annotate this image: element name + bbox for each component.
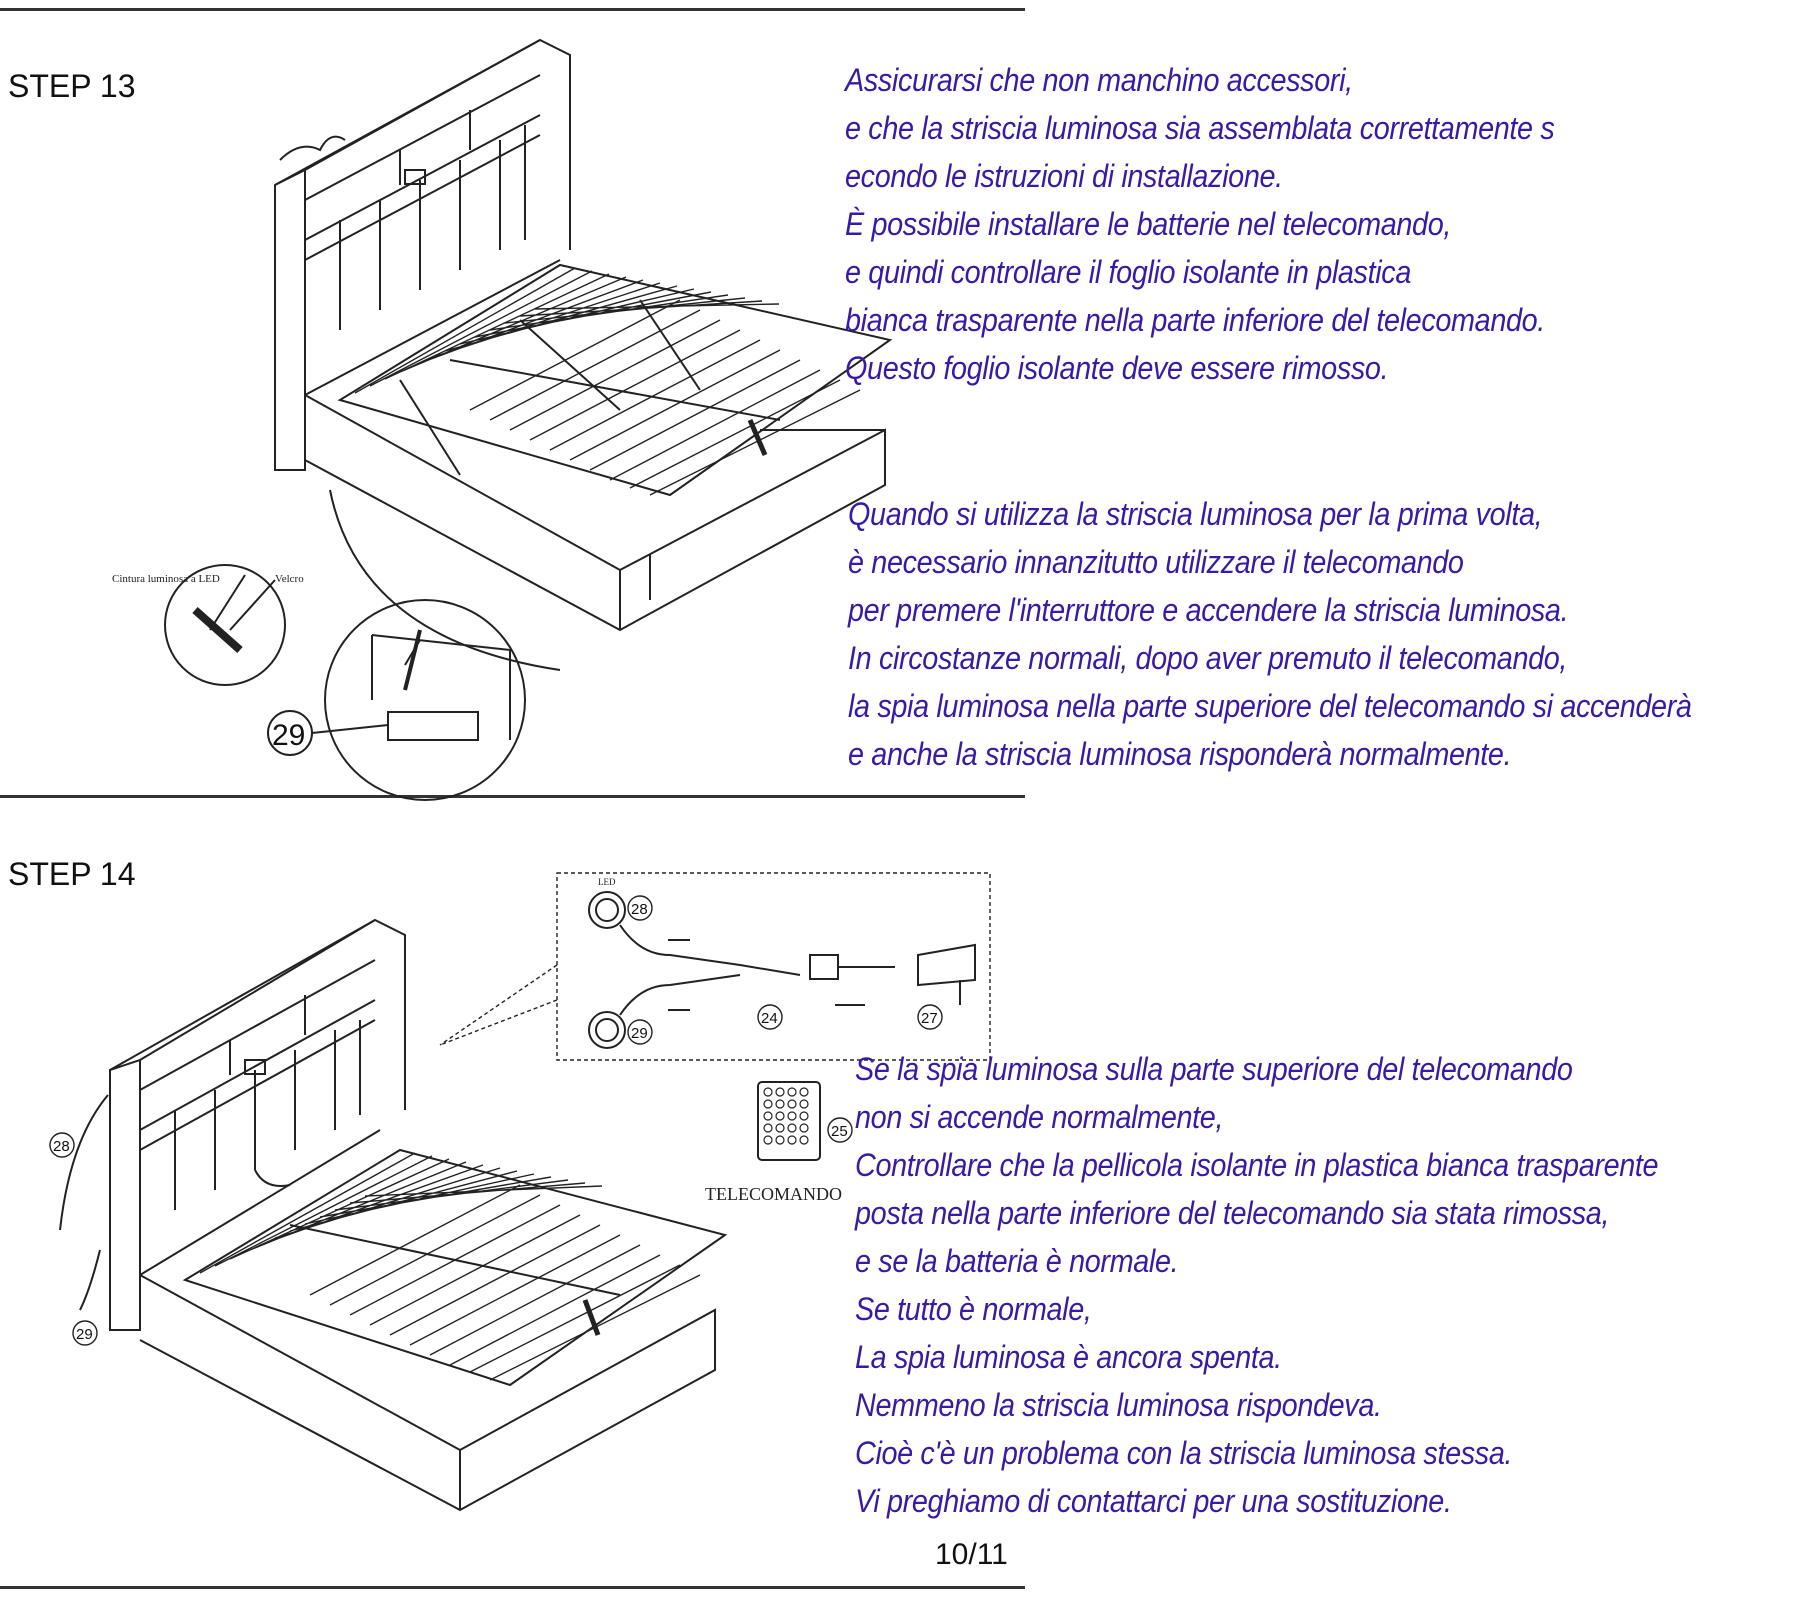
step-14-note: Se la spia luminosa sulla parte superior… [855,1051,1659,1519]
step-14-bed-illustration: LED 28 29 24 27 25 TELECOMANDO 28 29 [49,872,991,1512]
step-14-title: STEP 14 [8,856,136,892]
bed-part-29-label: 29 [76,1326,93,1343]
led-label: LED [598,877,616,887]
part-28-label: 28 [631,901,648,918]
step-13-note-1: Assicurarsi che non manchino accessori, … [845,62,1555,386]
page-number: 10/11 [935,1538,1008,1571]
part-25-label: 25 [831,1123,848,1140]
top-rule [0,8,1025,11]
led-belt-label: Cintura luminosa a LED [112,573,220,585]
part-29-label: 29 [272,719,305,752]
middle-rule [0,795,1025,798]
remote-label: TELECOMANDO [705,1184,842,1204]
part-27-label: 27 [921,1010,938,1027]
part-29-callout-label: 29 [631,1025,648,1042]
bottom-rule [0,1586,1025,1589]
part-24-label: 24 [761,1010,778,1027]
step-13-note-2: Quando si utilizza la striscia luminosa … [848,496,1692,772]
step-13-bed-illustration: Cintura luminosa a LED Velcro 29 [112,38,893,801]
step-13-title: STEP 13 [8,68,136,104]
velcro-label: Velcro [275,573,304,585]
bed-part-28-label: 28 [53,1138,70,1155]
